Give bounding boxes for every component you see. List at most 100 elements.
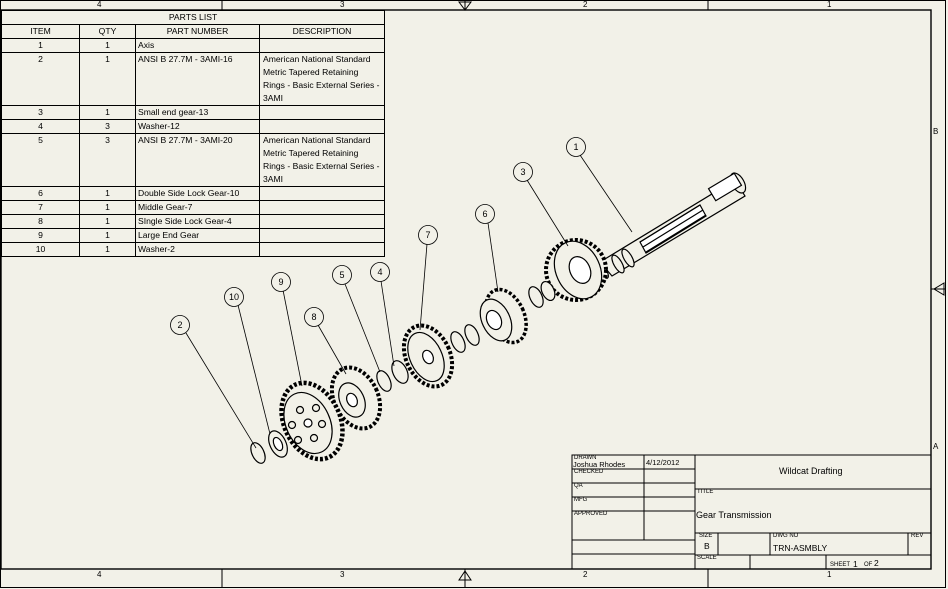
double-side-lock-gear — [479, 287, 528, 345]
balloon-9: 9 — [278, 277, 283, 287]
cell-qty: 1 — [79, 105, 136, 120]
center-mark-bottom — [458, 570, 472, 581]
drawing-number: TRN-ASMBLY — [773, 543, 828, 553]
cell-item: 10 — [1, 242, 80, 257]
title-block-frame — [571, 454, 932, 570]
balloon-2: 2 — [177, 320, 182, 330]
balloon-9-circle — [271, 272, 291, 292]
scale-label: SCALE — [697, 555, 717, 561]
retaining-ring — [540, 280, 556, 302]
cell-part-number: Small end gear-13 — [135, 105, 260, 120]
cell-item: 1 — [1, 38, 80, 53]
cell-item: 3 — [1, 105, 80, 120]
cell-part-number: Middle Gear-7 — [135, 200, 260, 215]
single-side-lock-gear — [329, 365, 383, 431]
cell-description — [258, 119, 386, 134]
cell-part-number: Large End Gear — [135, 228, 260, 243]
balloon-1: 1 — [573, 142, 578, 152]
cell-description — [258, 38, 386, 53]
cell-description — [258, 186, 386, 201]
sheet-number: 1 — [853, 559, 858, 569]
washer — [450, 331, 466, 353]
balloon-8-circle — [304, 307, 324, 327]
cell-qty: 1 — [79, 38, 136, 53]
sheet-total: 2 — [874, 558, 879, 568]
sheet-label: SHEET — [830, 562, 851, 568]
balloon-6: 6 — [482, 209, 487, 219]
header-part-number: PART NUMBER — [135, 24, 260, 39]
cell-description — [258, 200, 386, 215]
zone-top-3: 3 — [340, 0, 345, 9]
balloon-4: 4 — [377, 267, 382, 277]
cell-qty: 1 — [79, 242, 136, 257]
cell-part-number: ANSI B 27.7M - 3AMI-20 — [135, 133, 260, 187]
balloons — [170, 137, 586, 335]
retaining-ring — [464, 324, 480, 346]
balloon-5: 5 — [339, 270, 344, 280]
zone-right-b: B — [933, 127, 939, 136]
parts-list-title: PARTS LIST — [0, 10, 386, 25]
zone-top-2: 2 — [583, 0, 588, 9]
cell-description — [258, 228, 386, 243]
of-label: OF — [864, 562, 873, 568]
parts-list-table: PARTS LIST ITEM QTY PART NUMBER DESCRIPT… — [0, 10, 386, 257]
balloon-3-circle — [513, 162, 533, 182]
balloon-7-circle — [418, 225, 438, 245]
cell-item: 5 — [1, 133, 80, 187]
balloon-1-circle — [566, 137, 586, 157]
cell-qty: 1 — [79, 214, 136, 229]
qa-label: QA — [574, 483, 583, 489]
balloon-2-circle — [170, 315, 190, 335]
zone-bottom-2: 2 — [583, 570, 588, 579]
washer — [391, 360, 409, 384]
cell-part-number: Double Side Lock Gear-10 — [135, 186, 260, 201]
cell-item: 4 — [1, 119, 80, 134]
large-end-gear — [279, 380, 345, 462]
cell-part-number: Washer-2 — [135, 242, 260, 257]
balloon-3: 3 — [520, 167, 525, 177]
header-description: DESCRIPTION — [258, 24, 386, 39]
exploded-assembly — [250, 172, 747, 464]
cell-item: 6 — [1, 186, 80, 201]
zone-top-4: 4 — [97, 0, 102, 9]
middle-gear — [401, 323, 455, 389]
cell-item: 2 — [1, 52, 80, 106]
cell-description — [258, 105, 386, 120]
cell-item: 9 — [1, 228, 80, 243]
cell-item: 7 — [1, 200, 80, 215]
cell-part-number: Axis — [135, 38, 260, 53]
washer — [528, 286, 544, 308]
checked-label: CHECKED — [574, 469, 604, 475]
retaining-ring — [250, 442, 266, 464]
size-label: SIZE — [699, 533, 713, 539]
approved-label: APPROVED — [574, 511, 608, 517]
drawn-label: DRAWN — [574, 455, 597, 461]
drawn-date: 4/12/2012 — [646, 458, 680, 467]
zone-right-a: A — [933, 442, 939, 451]
cell-description: American National Standard Metric Tapere… — [258, 52, 386, 106]
title-label: TITLE — [697, 489, 714, 495]
cell-qty: 3 — [79, 133, 136, 187]
drawn-by: Joshua Rhodes — [573, 460, 626, 469]
cell-description — [258, 242, 386, 257]
cell-qty: 1 — [79, 52, 136, 106]
zone-bottom-4: 4 — [97, 570, 102, 579]
cell-qty: 1 — [79, 186, 136, 201]
company-name: Wildcat Drafting — [779, 466, 843, 476]
mfg-label: MFG — [574, 497, 588, 503]
sheet-size: B — [704, 541, 710, 551]
zone-bottom-1: 1 — [827, 570, 832, 579]
axis-shaft — [599, 172, 747, 279]
zone-bottom-3: 3 — [340, 570, 345, 579]
rev-label: REV — [911, 533, 924, 539]
